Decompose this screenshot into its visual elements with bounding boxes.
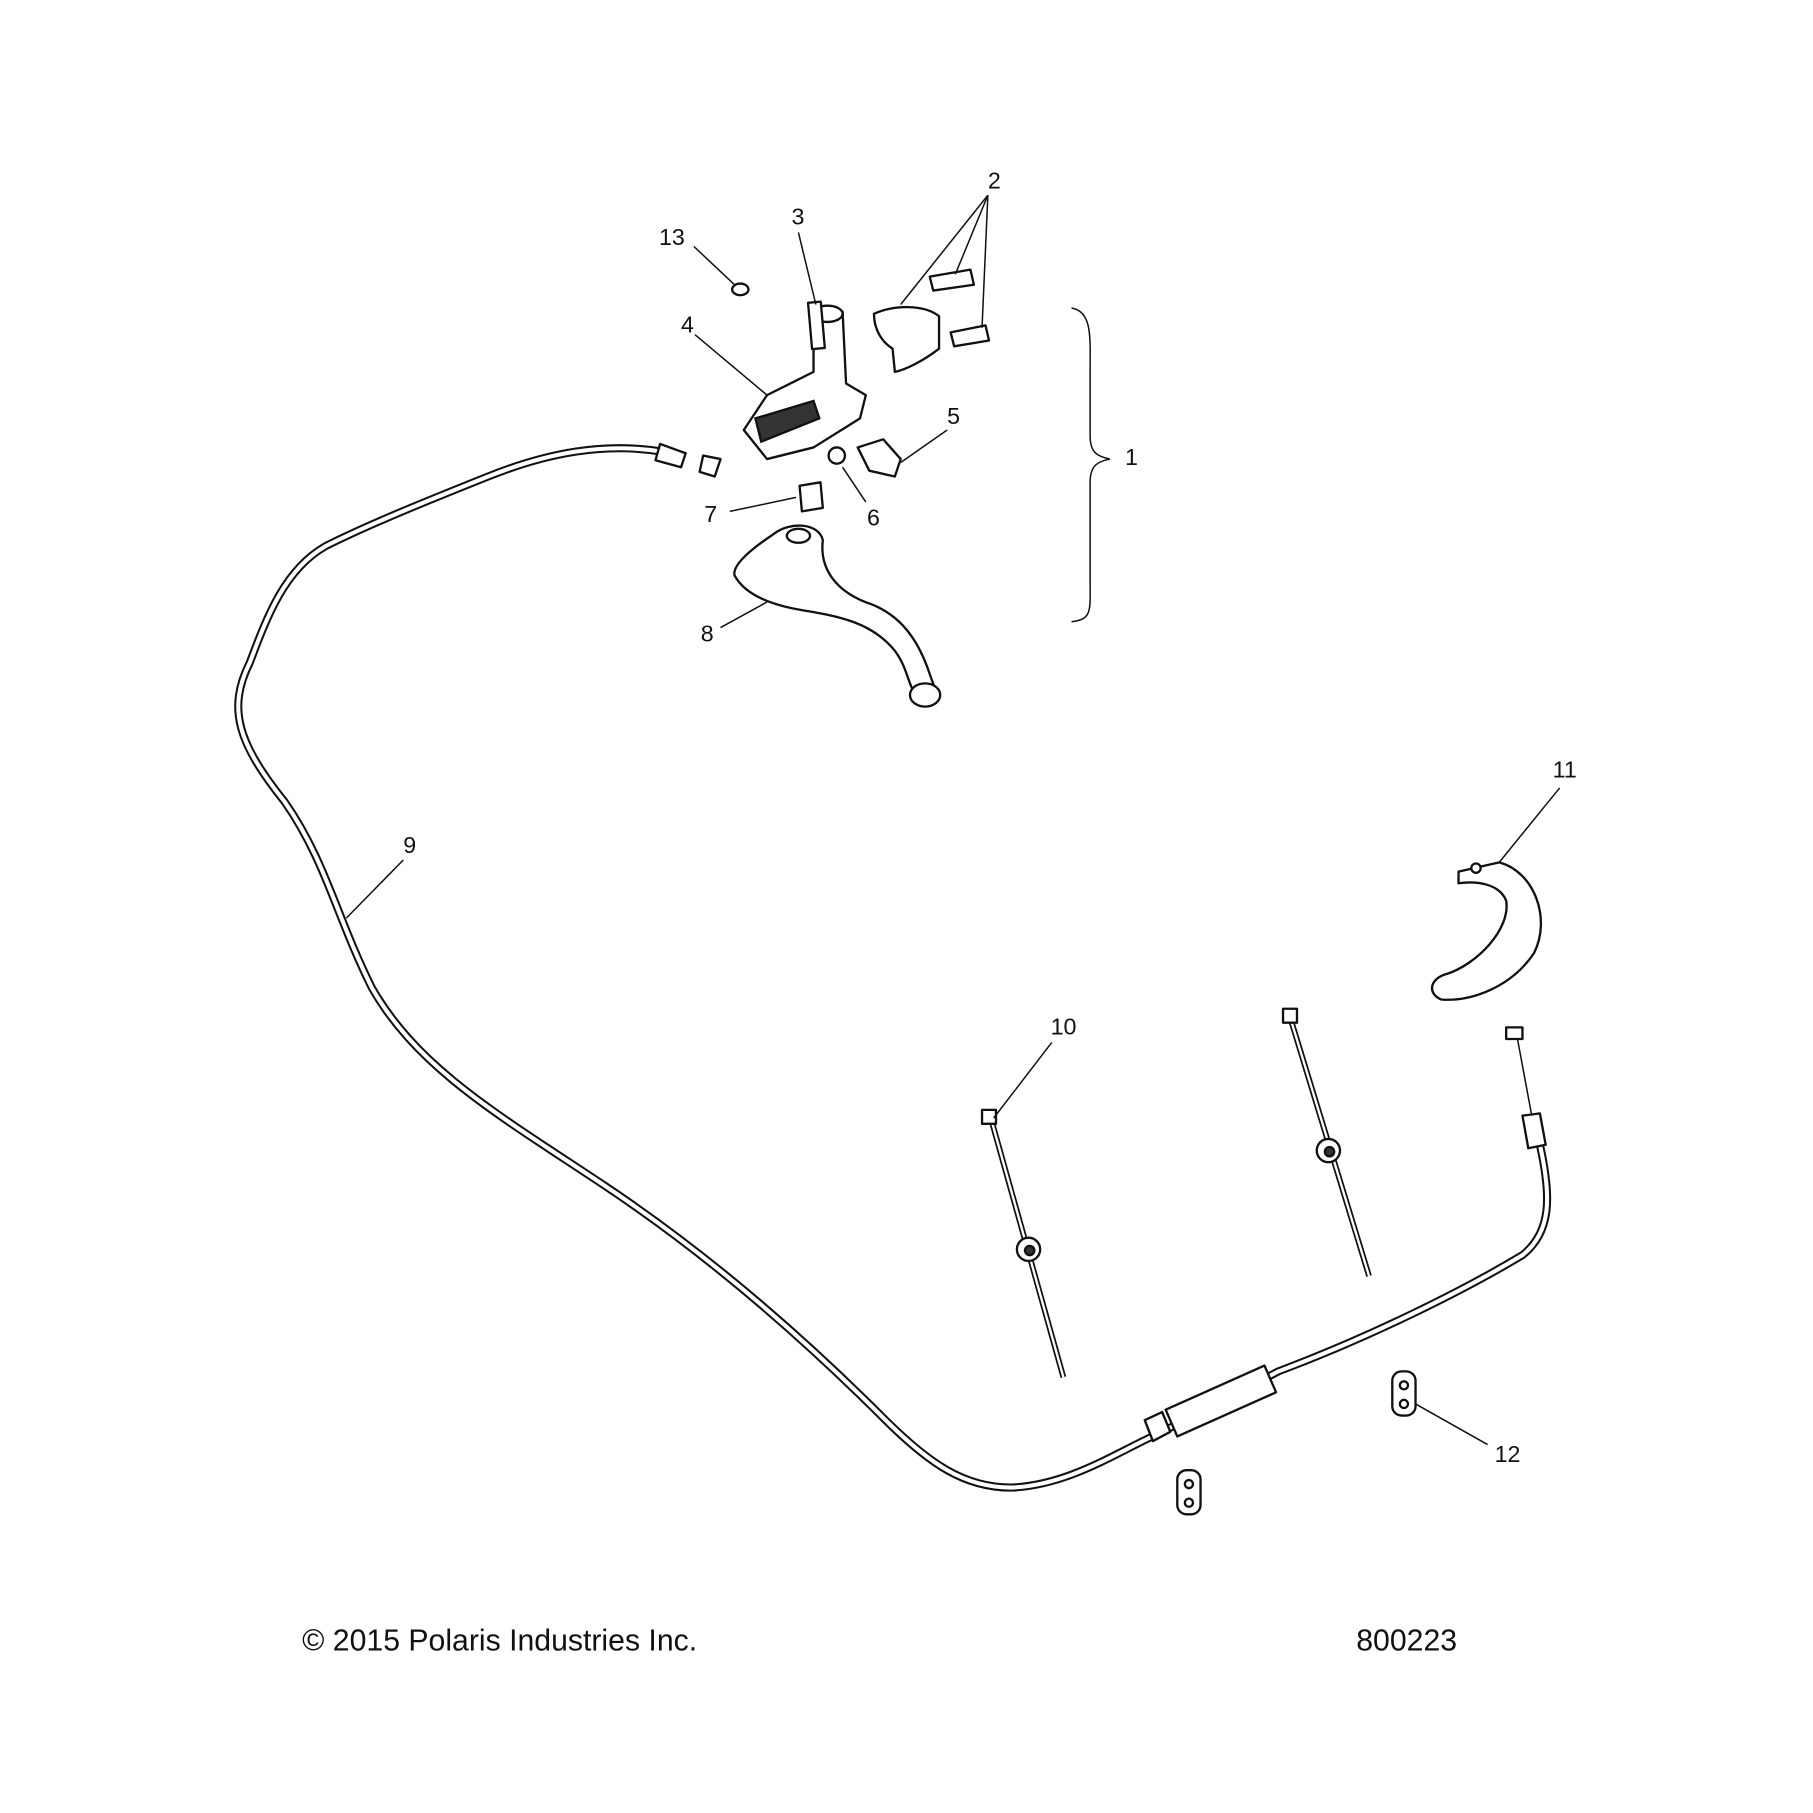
adjuster-5[interactable] xyxy=(856,438,902,478)
callout-4: 4 xyxy=(681,311,694,337)
nut-6[interactable] xyxy=(827,446,847,465)
leader-lines xyxy=(345,194,1561,1446)
diagram-number: 800223 xyxy=(1356,1624,1457,1657)
tie-10b[interactable] xyxy=(1281,1007,1372,1277)
callout-8: 8 xyxy=(701,621,714,647)
callout-1: 1 xyxy=(1125,444,1138,470)
callout-11: 11 xyxy=(1553,756,1577,782)
callout-5: 5 xyxy=(947,403,960,429)
lever-8[interactable] xyxy=(733,524,942,708)
cable-9[interactable] xyxy=(234,442,1552,1492)
assembly-bracket xyxy=(1071,307,1111,623)
callout-2: 2 xyxy=(988,167,1001,193)
clamp-2[interactable] xyxy=(872,268,991,374)
callout-9: 9 xyxy=(403,832,416,858)
callout-10: 10 xyxy=(1051,1013,1077,1039)
tie-10[interactable] xyxy=(980,1108,1067,1378)
bushing-7[interactable] xyxy=(798,481,824,513)
callout-13: 13 xyxy=(659,224,685,250)
callout-3: 3 xyxy=(791,203,804,229)
copyright-text: © 2015 Polaris Industries Inc. xyxy=(302,1624,697,1657)
plate-12[interactable] xyxy=(1176,1370,1417,1516)
callout-7: 7 xyxy=(704,501,717,527)
cap-13[interactable] xyxy=(731,282,750,297)
callout-6: 6 xyxy=(867,504,880,530)
cable-guide-11[interactable] xyxy=(1431,861,1543,1001)
master-cylinder-4[interactable] xyxy=(742,304,867,461)
pin-3[interactable] xyxy=(806,300,826,351)
callout-12: 12 xyxy=(1495,1441,1521,1467)
